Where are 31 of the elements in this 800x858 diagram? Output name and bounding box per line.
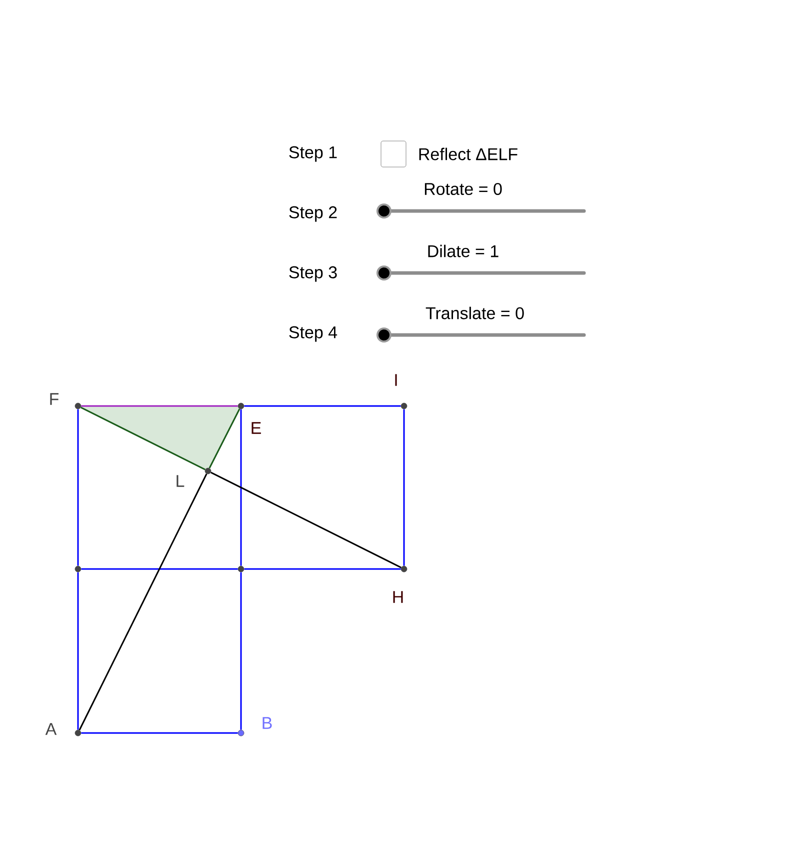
line-segment [244,568,401,570]
checkbox-label: Reflect ΔELF [419,148,518,160]
line-segment [240,572,242,730]
line-segment [244,405,401,407]
step-label: Step 2 [289,206,337,222]
step-label: Step 4 [289,326,338,342]
slider-label: Rotate = 0 [424,182,502,196]
slider-label: Translate = 0 [426,306,524,320]
line-segment [78,474,208,730]
point-label: F [50,393,59,405]
point-label: H [393,591,403,603]
line-segment [77,409,79,566]
line-segment [240,409,242,566]
line-segment [81,568,238,570]
line-segment [210,472,402,568]
line-segment [403,409,405,566]
line-segment [81,405,238,407]
point-label: L [176,475,184,487]
point-label: A [45,723,57,735]
point [238,566,244,572]
line-segment [208,408,240,468]
line-segment [77,572,79,730]
point-label: I [395,374,397,386]
point-label: E [252,422,261,434]
step-label: Step 3 [289,266,337,282]
line-segment [81,732,238,734]
point-label: B [262,717,272,729]
line-segment [80,406,206,470]
point [74,566,82,572]
slider-label: Dilate = 1 [428,244,498,258]
step-label: Step 1 [289,146,337,162]
